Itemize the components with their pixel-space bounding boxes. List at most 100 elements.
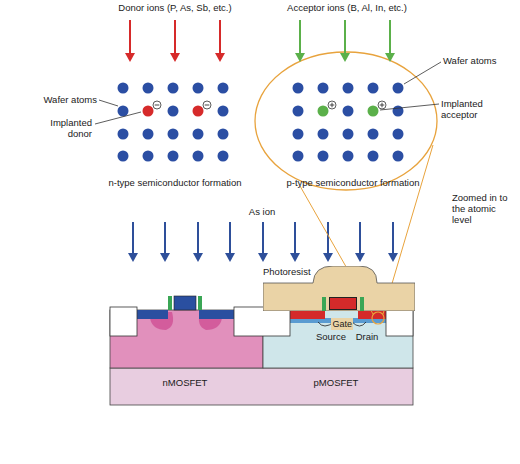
wafer-atom (293, 151, 304, 162)
region-label: Source (312, 331, 350, 342)
as-ion-arrow (327, 222, 329, 254)
wafer-atom (318, 129, 329, 140)
as-ion-arrow-head (160, 253, 170, 262)
acceptor-ion-arrow (299, 20, 301, 54)
gate-box: Gate (329, 297, 357, 310)
donor-ion-arrow-head (125, 53, 135, 62)
as-ion-arrow-head (355, 253, 365, 262)
as-ion-arrow-head (128, 253, 138, 262)
gate-label: Gate (331, 318, 353, 330)
acceptor-ion-arrow-head (295, 53, 305, 62)
charge-symbol (332, 103, 333, 108)
wafer-atom (293, 129, 304, 140)
wafer-atom (193, 151, 204, 162)
wafer-atom (218, 129, 229, 140)
wafer-atom (393, 83, 404, 94)
donor-ion-arrow-head (215, 53, 225, 62)
charge-symbol (155, 105, 160, 106)
as-ion-arrow (392, 222, 394, 254)
ion-label: Donor ions (P, As, Sb, etc.) (95, 2, 255, 13)
acceptor-ion-arrow-head (385, 53, 395, 62)
charge-symbol (205, 105, 210, 106)
wafer-atom (343, 151, 354, 162)
wafer-atom (118, 106, 129, 117)
wafer-atom (368, 129, 379, 140)
wafer-atom (368, 151, 379, 162)
wafer-atom (143, 83, 154, 94)
leader-line (99, 100, 118, 106)
gate-spacer (198, 296, 202, 310)
wafer-atom (343, 83, 354, 94)
p-source-drain (290, 310, 325, 319)
wafer-atom (218, 151, 229, 162)
ion-label: As ion (232, 206, 292, 217)
device-label: nMOSFET (150, 377, 220, 388)
as-ion-arrow (164, 222, 166, 254)
n-source-drain (199, 310, 234, 319)
gate-spacer (360, 297, 364, 311)
donor-ion-arrow (174, 20, 176, 54)
part-label: Implanted acceptor (441, 98, 503, 120)
wafer-atom (293, 83, 304, 94)
wafer-atom (143, 151, 154, 162)
isolation-trench (234, 307, 290, 336)
as-ion-arrow (359, 222, 361, 254)
zoom-ellipse (255, 52, 437, 190)
part-label: Wafer atoms (443, 55, 518, 66)
wafer-atom (193, 129, 204, 140)
wafer-atom (193, 83, 204, 94)
as-ion-arrow (294, 222, 296, 254)
charge-symbol (382, 103, 383, 108)
wafer-atom (343, 106, 354, 117)
wafer-atom (293, 106, 304, 117)
substrate (110, 368, 413, 405)
caption-label: p-type semiconductor formation (268, 177, 438, 188)
wafer-atom (393, 151, 404, 162)
wafer-atom (168, 106, 179, 117)
wafer-atom (118, 151, 129, 162)
diffusion-arc (352, 322, 366, 326)
n-source-drain (137, 310, 168, 319)
wafer-atom (393, 106, 404, 117)
donor-ion-arrow (129, 20, 131, 54)
as-ion-arrow (262, 222, 264, 254)
as-ion-arrow-head (290, 253, 300, 262)
wafer-atom (143, 129, 154, 140)
part-label: Wafer atoms (22, 94, 97, 105)
charge-symbol (153, 101, 161, 109)
isolation-trench (110, 307, 137, 336)
leader-line (404, 62, 441, 84)
acceptor-ion-arrow (389, 20, 391, 54)
wafer-atom (343, 129, 354, 140)
donor-ion-arrow-head (170, 53, 180, 62)
charge-symbol (378, 101, 386, 109)
leader-line (95, 112, 141, 124)
n-gate (174, 296, 196, 310)
wafer-atom (318, 151, 329, 162)
as-ion-arrow-head (258, 253, 268, 262)
as-ion-arrow-head (323, 253, 333, 262)
as-ion-arrow-head (388, 253, 398, 262)
isolation-trench (386, 307, 413, 336)
charge-symbol (203, 101, 211, 109)
wafer-atom (118, 83, 129, 94)
wafer-atom (368, 83, 379, 94)
wafer-atom (168, 83, 179, 94)
gate-spacer (168, 296, 172, 310)
part-label: Implanted donor (30, 117, 92, 139)
donor-ion-arrow (219, 20, 221, 54)
acceptor-ion-arrow-head (340, 53, 350, 62)
zoom-circle (372, 312, 384, 324)
charge-symbol (328, 101, 336, 109)
implanted-atom (193, 106, 204, 117)
wafer-atom (218, 83, 229, 94)
layer-label: Photoresist (263, 266, 415, 277)
as-ion-arrow (197, 222, 199, 254)
wafer-atom (168, 151, 179, 162)
implanted-atom (368, 106, 379, 117)
photoresist-layer: Gate Photoresist (263, 266, 415, 311)
ion-label: Acceptor ions (B, Al, In, etc.) (262, 2, 432, 13)
photoresist-shape (263, 266, 415, 311)
